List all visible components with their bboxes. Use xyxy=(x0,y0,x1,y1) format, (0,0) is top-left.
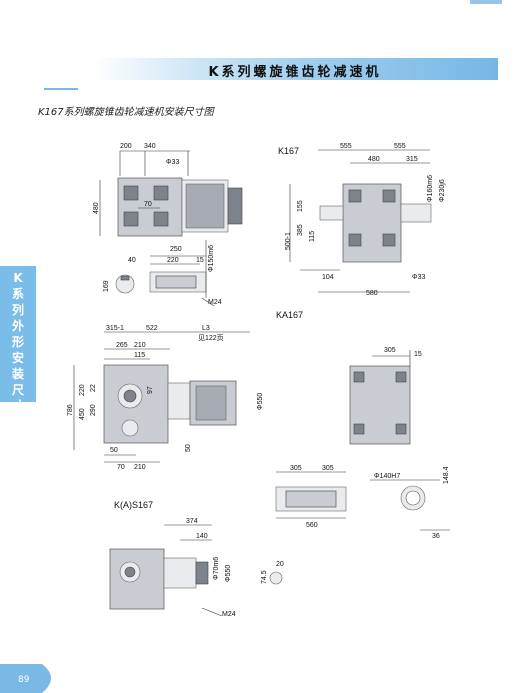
dim-290: 290 xyxy=(90,404,97,416)
dim-phi160: Φ160m6 xyxy=(427,175,434,202)
dim-560: 560 xyxy=(306,522,318,529)
dim-315-k: 315 xyxy=(406,156,418,163)
dim-169: 169 xyxy=(103,280,110,292)
kas167-view xyxy=(109,524,283,617)
drawing-subtitle: K167系列螺旋锥齿轮减速机安装尺寸图 xyxy=(38,107,214,118)
dim-phi70: Φ70m6 xyxy=(213,557,220,580)
dim-480: 480 xyxy=(93,202,100,214)
dim-22: 22 xyxy=(90,384,97,392)
dim-note: 见122页 xyxy=(198,334,224,342)
dim-115-f: 115 xyxy=(134,352,145,359)
dim-305a: 305 xyxy=(290,465,302,472)
dim-340: 340 xyxy=(144,143,156,150)
thread-m24: M24 xyxy=(208,299,222,306)
dim-20: 20 xyxy=(276,561,284,568)
dim-97: 97 xyxy=(147,386,154,394)
side-char: 装 xyxy=(11,367,24,381)
dim-385: 385 xyxy=(297,224,304,236)
dim-40: 40 xyxy=(128,257,136,264)
dim-555b: 555 xyxy=(394,143,406,150)
hollow-shaft-view xyxy=(275,471,450,531)
dim-250: 250 xyxy=(170,246,182,253)
dim-210: 210 xyxy=(134,342,146,349)
dim-104: 104 xyxy=(322,274,334,281)
dim-220: 220 xyxy=(167,257,179,264)
side-char: K xyxy=(13,271,23,285)
ka167-view xyxy=(349,350,411,445)
dim-70: 70 xyxy=(144,201,152,208)
top-tab-marker xyxy=(470,0,502,4)
dim-450: 450 xyxy=(79,408,86,420)
page-number: 89 xyxy=(18,675,30,685)
dim-140: 140 xyxy=(196,533,208,540)
front-view xyxy=(73,331,250,463)
dim-phi140: Φ140H7 xyxy=(374,473,400,480)
dim-555a: 555 xyxy=(340,143,352,150)
dim-210b: 210 xyxy=(134,464,146,471)
dim-15-ka: 15 xyxy=(414,351,422,358)
dim-374: 374 xyxy=(186,518,198,525)
page-title: K系列螺旋锥齿轮减速机 xyxy=(208,65,382,80)
dim-phi230: Φ230j6 xyxy=(439,179,446,202)
dim-265: 265 xyxy=(116,342,128,349)
dim-305b: 305 xyxy=(322,465,334,472)
dim-70-f: 70 xyxy=(117,464,125,471)
dim-50b: 50 xyxy=(185,444,192,452)
k167-view xyxy=(289,149,432,293)
side-char: 列 xyxy=(11,303,24,317)
dim-phi33: Φ33 xyxy=(166,159,179,166)
dim-155: 155 xyxy=(297,200,304,212)
dim-50a: 50 xyxy=(110,447,118,454)
dim-115: 115 xyxy=(309,231,316,242)
side-char: 寸 xyxy=(11,399,24,413)
thread-m24-s: M24 xyxy=(222,611,236,618)
dim-786: 786 xyxy=(67,404,74,416)
label-k167: K167 xyxy=(278,146,299,156)
dim-305-ka: 305 xyxy=(384,347,396,354)
dim-500: 500-1 xyxy=(285,232,292,250)
dim-36: 36 xyxy=(432,533,440,540)
side-char: 形 xyxy=(11,335,24,349)
k-top-view xyxy=(99,150,243,237)
side-char: 安 xyxy=(11,351,24,365)
dim-l3: L3 xyxy=(202,325,210,332)
dim-phi550-s: Φ550 xyxy=(225,565,232,582)
dim-480-k: 480 xyxy=(368,156,380,163)
dim-522: 522 xyxy=(146,325,158,332)
side-char: 系 xyxy=(11,287,24,301)
page-number-badge xyxy=(0,664,51,693)
header-band: K系列螺旋锥齿轮减速机 xyxy=(92,58,498,80)
dim-74: 74.5 xyxy=(261,570,268,584)
dim-phi150: Φ150m6 xyxy=(208,245,215,272)
shaft-detail xyxy=(115,240,215,307)
top-strip xyxy=(0,0,514,4)
dim-phi550: Φ550 xyxy=(257,393,264,410)
dim-580: 580 xyxy=(366,290,378,297)
side-tab xyxy=(0,266,36,402)
label-ka167: KA167 xyxy=(276,310,303,320)
side-char: 尺 xyxy=(11,383,24,397)
dim-phi33-k: Φ33 xyxy=(412,274,425,281)
side-char: 外 xyxy=(11,319,24,333)
dim-148: 148.4 xyxy=(443,466,450,484)
dim-15: 15 xyxy=(196,257,204,264)
section-mark xyxy=(44,88,78,90)
label-kas167: K(A)S167 xyxy=(114,500,153,510)
dim-315-1: 315-1 xyxy=(106,325,124,332)
side-tab-label: K 系 列 外 形 安 装 尺 寸 xyxy=(0,270,36,414)
dim-200: 200 xyxy=(120,143,132,150)
dim-220-f: 220 xyxy=(79,384,86,396)
